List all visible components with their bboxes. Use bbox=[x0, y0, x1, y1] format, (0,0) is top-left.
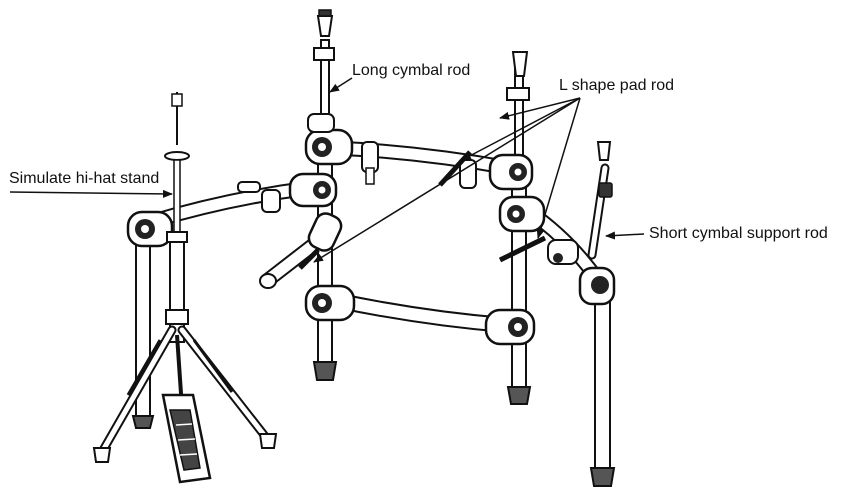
clamp-middle-right-top bbox=[488, 153, 534, 191]
leader-simulate-hihat bbox=[9, 189, 173, 198]
clamp-upper-left-crossbar bbox=[288, 172, 338, 208]
clamp-middle-right-lower bbox=[484, 308, 536, 346]
hihat-stand bbox=[92, 92, 278, 463]
short-cymbal-support-rod bbox=[587, 141, 613, 260]
label-short-cymbal-support-rod: Short cymbal support rod bbox=[649, 225, 828, 242]
leader-l-shape-pad-rod bbox=[313, 97, 581, 263]
clamp-left-post-top bbox=[126, 210, 174, 248]
clamp-left-pad-arm bbox=[307, 212, 343, 252]
label-long-cymbal-rod: Long cymbal rod bbox=[352, 62, 471, 79]
clamp-middle-left-collar bbox=[307, 113, 335, 133]
clamp-middle-left-top bbox=[304, 128, 354, 166]
l-shape-pad-rod-b bbox=[498, 235, 547, 263]
small-clamp-upper-left bbox=[237, 181, 281, 213]
clamp-right-crossbar bbox=[547, 239, 579, 265]
clamp-right-post-top bbox=[578, 266, 616, 306]
middle-right-cymbal-rod bbox=[506, 51, 530, 166]
label-simulate-hihat-stand: Simulate hi-hat stand bbox=[9, 170, 160, 187]
clamp-middle-right-mid bbox=[498, 195, 546, 233]
upper-middle-crossbar bbox=[327, 140, 518, 176]
l-shape-pad-rod-c bbox=[298, 248, 320, 270]
clamp-middle-left-lower bbox=[304, 284, 356, 322]
hihat-foot-pedal bbox=[161, 393, 212, 484]
leader-short-cymbal-rod bbox=[605, 231, 645, 240]
right-rack-post bbox=[589, 289, 616, 487]
label-l-shape-pad-rod: L shape pad rod bbox=[559, 77, 675, 94]
leader-long-cymbal-rod bbox=[329, 77, 353, 93]
lower-crossbar bbox=[327, 292, 513, 333]
